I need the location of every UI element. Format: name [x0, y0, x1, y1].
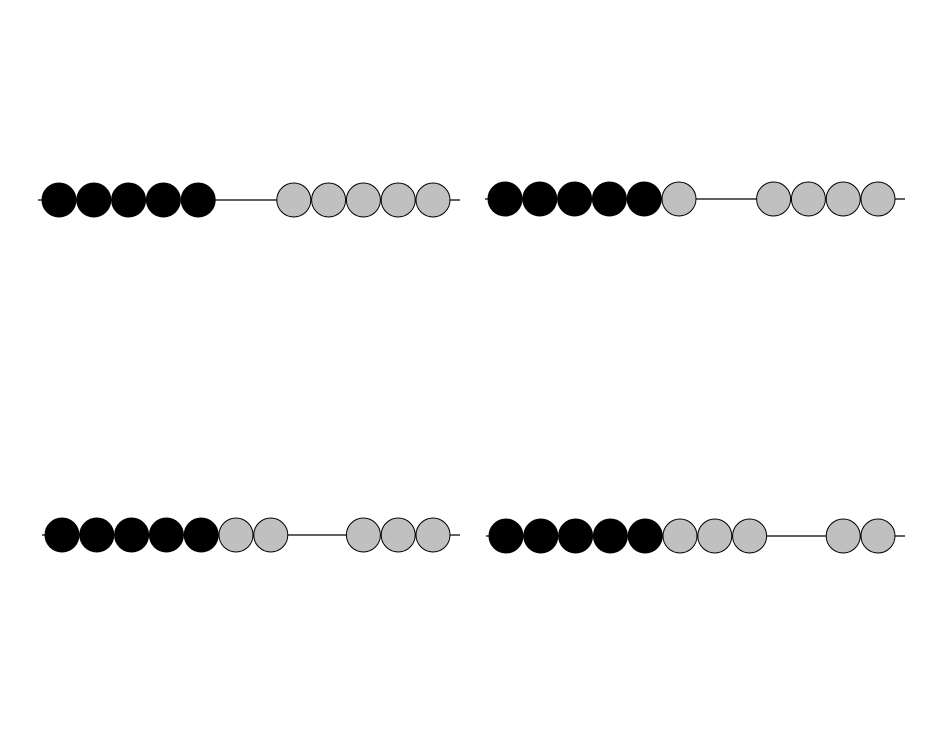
dark-bead [626, 181, 662, 217]
dark-bead [557, 181, 593, 217]
dark-bead [114, 517, 150, 553]
light-bead [860, 181, 896, 217]
light-bead [380, 517, 416, 553]
dark-bead [183, 517, 219, 553]
light-bead [756, 181, 792, 217]
dark-bead [145, 182, 181, 218]
light-bead [276, 182, 312, 218]
light-bead [662, 518, 698, 554]
dark-bead [627, 518, 663, 554]
light-bead [218, 517, 254, 553]
bead-string-2 [485, 181, 905, 217]
light-bead [790, 181, 826, 217]
light-bead [825, 181, 861, 217]
light-bead [697, 518, 733, 554]
bead-string-4 [486, 518, 905, 554]
dark-bead [523, 518, 559, 554]
dark-bead [41, 182, 77, 218]
dark-bead [44, 517, 80, 553]
dark-bead [522, 181, 558, 217]
light-bead [253, 517, 289, 553]
light-bead [661, 181, 697, 217]
dark-bead [180, 182, 216, 218]
dark-bead [148, 517, 184, 553]
light-bead [311, 182, 347, 218]
light-bead [415, 517, 451, 553]
dark-bead [592, 518, 628, 554]
light-bead [732, 518, 768, 554]
bead-string-3 [42, 517, 460, 553]
dark-bead [591, 181, 627, 217]
dark-bead [488, 518, 524, 554]
dark-bead [111, 182, 147, 218]
dark-bead [76, 182, 112, 218]
light-bead [825, 518, 861, 554]
light-bead [345, 182, 381, 218]
dark-bead [487, 181, 523, 217]
light-bead [380, 182, 416, 218]
light-bead [860, 518, 896, 554]
dark-bead [79, 517, 115, 553]
bead-string-1 [38, 182, 460, 218]
light-bead [415, 182, 451, 218]
dark-bead [558, 518, 594, 554]
light-bead [345, 517, 381, 553]
